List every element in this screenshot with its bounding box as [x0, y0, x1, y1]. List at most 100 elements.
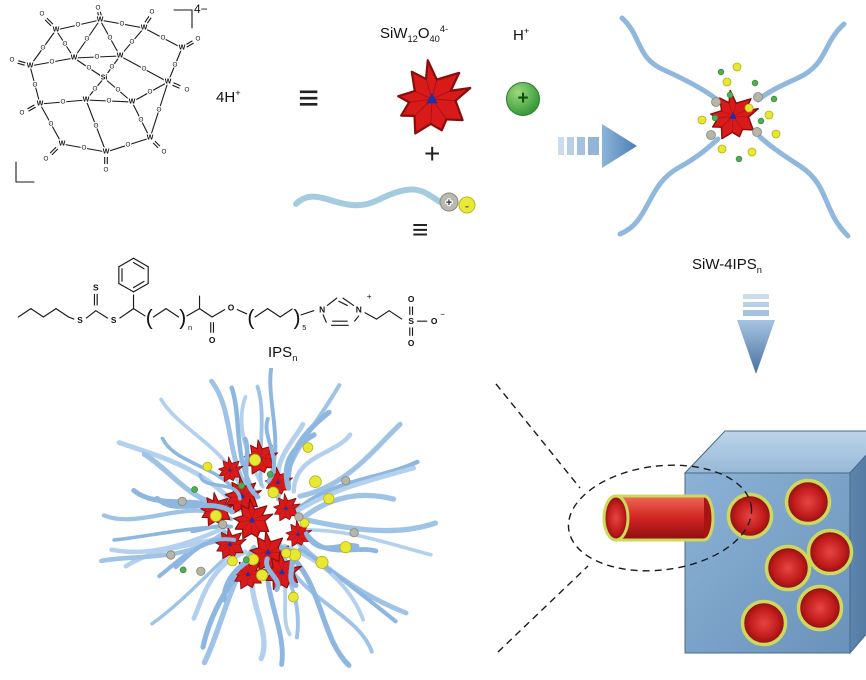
svg-text:S: S: [77, 315, 83, 325]
svg-text:O: O: [96, 5, 101, 12]
equivalence-symbol-1: ≡: [298, 77, 320, 118]
siw-s2: 40: [429, 34, 440, 44]
counterion-sup: +: [235, 88, 241, 98]
arrow-stripe: [577, 137, 585, 155]
svg-text:O: O: [82, 145, 87, 152]
svg-text:S: S: [111, 315, 117, 325]
svg-text:O: O: [10, 57, 15, 64]
svg-text:O: O: [150, 9, 155, 16]
hplus-sup: +: [523, 26, 530, 36]
cylinder-cross-sections: [726, 478, 854, 647]
ips-base: IPS: [268, 344, 293, 361]
svg-text:W: W: [179, 45, 186, 52]
siw-sup: 4-: [439, 24, 449, 34]
svg-text:O: O: [63, 41, 68, 48]
micelle-chains-front: [154, 416, 360, 603]
callout-dashed-line-top: [495, 383, 581, 489]
counterion-base: 4H: [216, 89, 236, 106]
svg-text:O: O: [33, 82, 38, 89]
svg-text:): ): [179, 307, 186, 330]
svg-text:O: O: [408, 338, 415, 348]
polymer-chain-path: [293, 186, 443, 209]
micelle-illustration: [99, 368, 439, 668]
siw-s1: 12: [407, 34, 418, 44]
svg-text:W: W: [103, 149, 110, 156]
svg-text:O: O: [120, 21, 125, 28]
siw-b1: SiW: [380, 25, 408, 42]
svg-text:O: O: [41, 45, 46, 52]
svg-text:O: O: [107, 98, 112, 105]
svg-text:O: O: [44, 156, 49, 163]
svg-text:−: −: [440, 309, 445, 319]
svg-text:O: O: [130, 39, 135, 46]
svg-text:O: O: [142, 66, 147, 73]
svg-text:W: W: [141, 25, 148, 32]
svg-text:O: O: [61, 99, 66, 106]
siw-4ips-base: SiW-4IPS: [692, 256, 757, 273]
sulfonate-anion-dot: [458, 196, 476, 214]
arrow-stripe: [743, 302, 769, 307]
svg-text:5: 5: [302, 323, 306, 332]
siw-b2: O: [417, 25, 430, 42]
siw-4ips-cluster-illustration: [617, 15, 851, 239]
reaction-arrow-right: [558, 124, 637, 168]
svg-text:n: n: [188, 323, 192, 332]
arrow-stripe: [567, 137, 574, 155]
svg-text:S: S: [93, 283, 99, 293]
svg-text:O: O: [162, 149, 167, 156]
svg-text:N: N: [319, 305, 325, 315]
arrow-stripe: [743, 294, 769, 299]
micelle-ion-dots: [166, 442, 359, 603]
svg-text:O: O: [50, 59, 55, 66]
imidazolium-cation-dot: [439, 192, 459, 212]
hplus-label: H+: [513, 26, 529, 44]
ips-label: IPSn: [268, 344, 297, 363]
svg-text:O: O: [196, 36, 201, 43]
svg-text:O: O: [87, 65, 92, 72]
svg-text:O: O: [228, 303, 235, 313]
svg-text:W: W: [71, 55, 78, 62]
polymer-chain-cartoon: + -: [293, 186, 476, 214]
svg-text:W: W: [27, 63, 34, 70]
svg-text:O: O: [95, 54, 100, 61]
svg-text:): ): [293, 307, 300, 330]
cluster-chains: [617, 15, 851, 239]
svg-text:O: O: [85, 36, 90, 43]
svg-text:O: O: [431, 316, 438, 326]
arrow-stripe: [558, 137, 564, 155]
siw-4ips-label: SiW-4IPSn: [692, 256, 762, 275]
plus-symbol: +: [424, 138, 441, 169]
reaction-arrow-down: [737, 294, 775, 374]
svg-text:S: S: [408, 316, 414, 326]
keggin-star-use: [397, 59, 472, 135]
svg-text:O: O: [157, 107, 162, 114]
svg-text:O: O: [139, 117, 144, 124]
svg-text:W: W: [129, 99, 136, 106]
svg-text:O: O: [94, 123, 99, 130]
svg-text:O: O: [173, 62, 178, 69]
siw-formula-label: SiW12O404-: [380, 24, 448, 44]
svg-text:O: O: [49, 121, 54, 128]
cation-sign: +: [446, 197, 452, 209]
svg-text:(: (: [146, 307, 153, 330]
arrow-head: [602, 124, 637, 168]
svg-text:O: O: [93, 86, 98, 93]
hexagonal-phase-illustration: [495, 383, 866, 655]
svg-text:O: O: [126, 142, 131, 149]
svg-text:W: W: [97, 17, 104, 24]
svg-text:W: W: [83, 97, 90, 104]
svg-text:O: O: [110, 64, 115, 71]
keggin-cartoon: [397, 59, 472, 135]
cluster-ion-dots: [697, 62, 781, 163]
extruded-cylinder: [602, 494, 715, 542]
svg-text:W: W: [59, 141, 66, 148]
cube-top-face: [683, 430, 866, 474]
svg-text:O: O: [161, 35, 166, 42]
svg-text:W: W: [147, 135, 154, 142]
arrow-stripe: [588, 137, 599, 155]
svg-text:W: W: [53, 27, 60, 34]
proton-plus-sign: +: [517, 88, 529, 109]
